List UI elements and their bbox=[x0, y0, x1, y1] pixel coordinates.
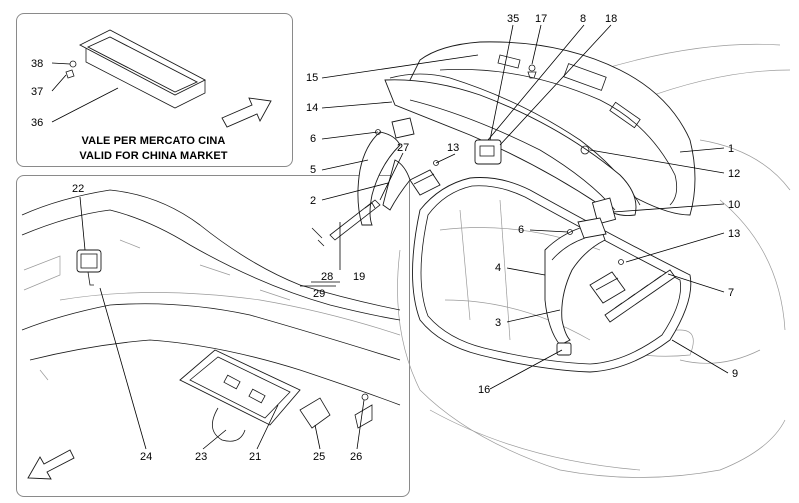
rear-camera-unit bbox=[76, 249, 102, 286]
label-17: 17 bbox=[535, 13, 547, 25]
label-37: 37 bbox=[31, 86, 43, 98]
label-24: 24 bbox=[140, 451, 152, 463]
label-16: 16 bbox=[478, 384, 490, 396]
label-28: 28 bbox=[321, 271, 333, 283]
label-8: 8 bbox=[580, 13, 586, 25]
label-7: 7 bbox=[728, 287, 734, 299]
exploded-hinge-assembly bbox=[311, 117, 441, 247]
arrow-up-right-icon bbox=[221, 97, 272, 128]
label-15: 15 bbox=[306, 72, 318, 84]
right-hinge-assembly bbox=[544, 217, 676, 356]
label-2: 2 bbox=[310, 195, 316, 207]
label-3: 3 bbox=[495, 317, 501, 329]
label-25: 25 bbox=[313, 451, 325, 463]
label-6-left: 6 bbox=[310, 133, 316, 145]
label-19: 18 bbox=[605, 13, 617, 25]
china-market-note-english: VALID FOR CHINA MARKET bbox=[79, 150, 228, 162]
label-13-right: 13 bbox=[728, 228, 740, 240]
label-36: 36 bbox=[31, 117, 43, 129]
label-14: 14 bbox=[306, 102, 318, 114]
label-27: 27 bbox=[397, 142, 409, 154]
label-9: 9 bbox=[732, 368, 738, 380]
rear-bumper-body bbox=[21, 189, 401, 406]
label-35: 35 bbox=[507, 13, 519, 25]
label-4: 5 bbox=[310, 164, 316, 176]
rear-bumper-inset bbox=[16, 175, 410, 497]
bumper-electronic-module bbox=[179, 349, 373, 442]
label-5: 4 bbox=[495, 262, 501, 274]
label-22: 22 bbox=[72, 183, 84, 195]
license-plate-frame bbox=[65, 29, 206, 109]
label-38: 38 bbox=[31, 58, 43, 70]
part-labels: 38 37 36 15 14 6 5 2 27 13 28 19 29 35 1… bbox=[31, 13, 740, 463]
label-6-right: 6 bbox=[518, 224, 524, 236]
leader-lines bbox=[51, 24, 729, 450]
label-18: 19 bbox=[353, 271, 365, 283]
label-10: 10 bbox=[728, 199, 740, 211]
label-26: 26 bbox=[350, 451, 362, 463]
lid-inner-frame bbox=[384, 79, 637, 225]
label-21: 21 bbox=[249, 451, 261, 463]
china-market-note-italian: VALE PER MERCATO CINA bbox=[81, 135, 226, 147]
label-29: 29 bbox=[313, 288, 325, 300]
label-1: 1 bbox=[728, 143, 734, 155]
label-12: 12 bbox=[728, 168, 740, 180]
label-23: 23 bbox=[195, 451, 207, 463]
arrow-down-left-icon bbox=[27, 449, 75, 480]
label-13-left: 13 bbox=[447, 142, 459, 154]
china-market-inset bbox=[16, 13, 293, 167]
